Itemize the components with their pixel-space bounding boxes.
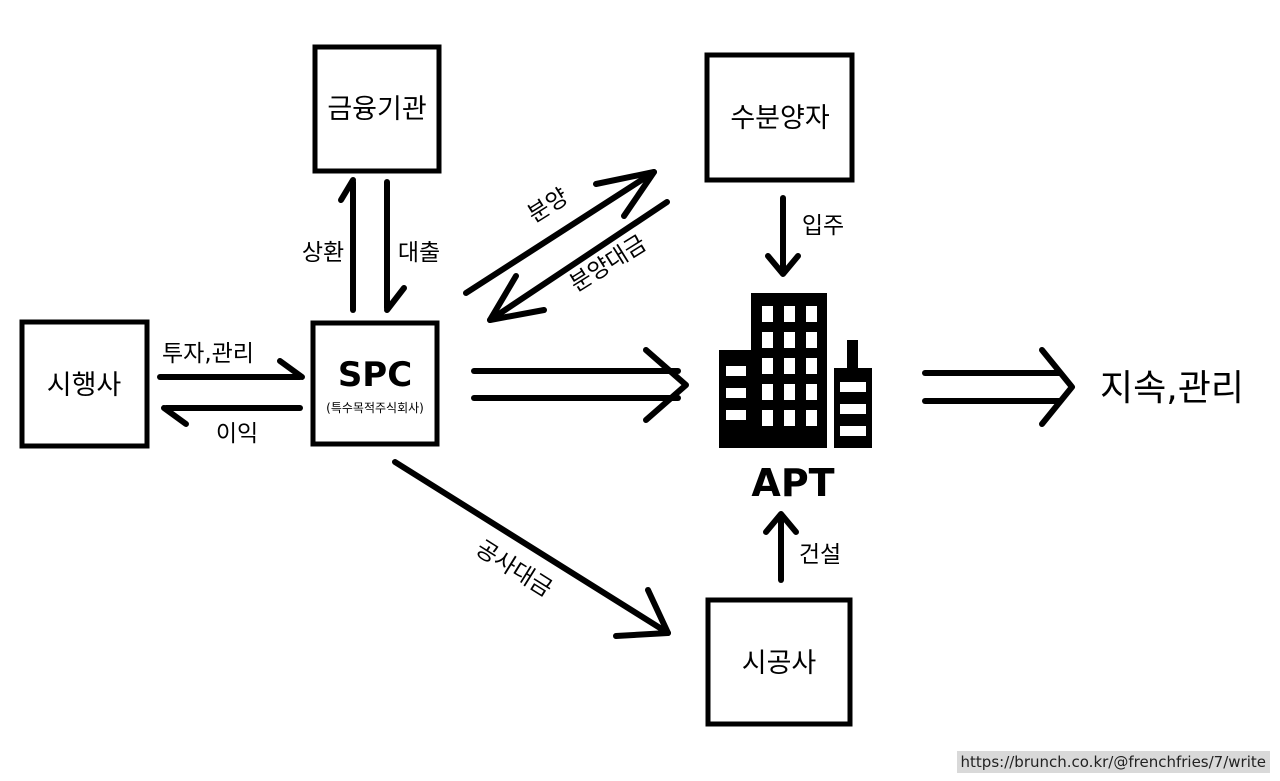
invest-label: 투자,관리 [162,341,254,367]
profit-label: 이익 [216,421,258,447]
buyers-label: 수분양자 [730,103,830,134]
box-buyers[interactable]: 수분양자 [704,52,855,183]
arrow-movein [765,195,801,277]
arrow-sale [463,169,657,296]
arrow-spc-to-apt [471,347,689,423]
contractor-label: 시공사 [742,648,817,679]
financial-label: 금융기관 [327,94,426,125]
box-financial-institution[interactable]: 금융기관 [312,44,442,174]
box-spc[interactable]: SPC (특수목적주식회사) [310,320,440,447]
loan-label: 대출 [398,240,440,266]
apt-label: APT [751,461,834,505]
arrow-sale-payment [487,199,670,323]
developer-label: 시행사 [47,370,122,401]
arrow-repay [338,177,356,313]
watermark-url: https://brunch.co.kr/@frenchfries/7/writ… [956,751,1270,773]
ongoing-label: 지속,관리 [1100,368,1244,409]
sale-label: 분양 [523,184,573,228]
movein-label: 입주 [802,213,844,239]
apartment-building-icon [719,293,872,448]
arrow-profit [161,405,303,427]
arrow-build [763,511,799,583]
arrow-apt-to-ongoing [922,347,1075,427]
arrow-loan [384,179,407,313]
spc-sub-label: (특수목적주식회사) [326,401,424,415]
arrow-invest [157,358,305,380]
build-label: 건설 [799,542,841,568]
spc-label: SPC [338,355,412,395]
repay-label: 상환 [302,240,344,266]
box-developer[interactable]: 시행사 [19,319,150,449]
arrow-construction-payment [392,459,671,639]
box-contractor[interactable]: 시공사 [705,597,853,727]
construction-payment-label: 공사대금 [471,536,557,603]
